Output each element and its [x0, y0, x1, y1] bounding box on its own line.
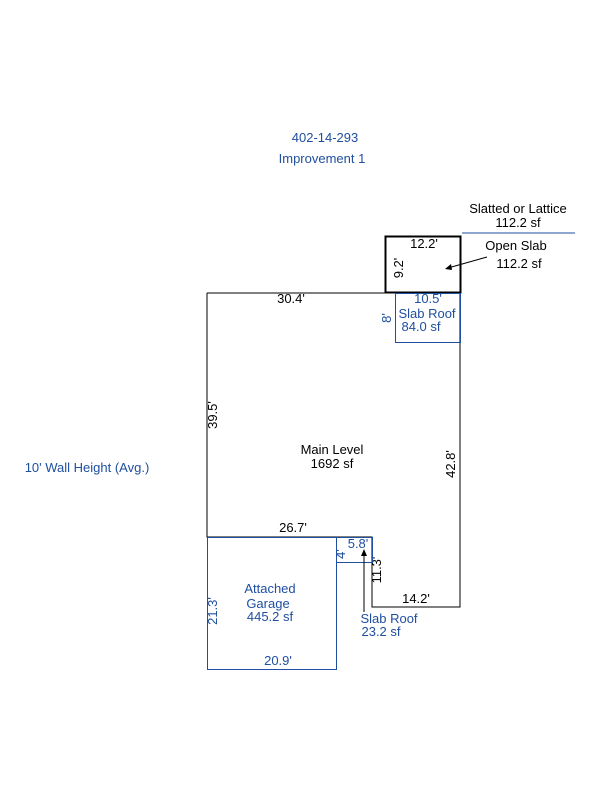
- slab-roof-top-width-dim: 10.5': [414, 291, 442, 306]
- garage-label-line2: Garage: [246, 596, 289, 611]
- open-slab-leader-line: [447, 256, 488, 269]
- garage-label-line1: Attached: [244, 581, 295, 596]
- slab-roof-bottom-label: Slab Roof: [360, 611, 417, 626]
- slab-roof-top-outline: [395, 293, 461, 343]
- garage-bottom-dim: 20.9': [264, 653, 292, 668]
- main-right-dim: 42.8': [443, 450, 458, 478]
- main-level-area: 1692 sf: [311, 456, 354, 471]
- garage-left-dim: 21.3': [205, 597, 220, 625]
- open-slab-area: 112.2 sf: [496, 256, 542, 271]
- slab-roof-top-area: 84.0 sf: [401, 319, 440, 334]
- open-slab-label: Open Slab: [485, 238, 546, 253]
- slab-roof-bottom-width-dim: 5.8': [348, 536, 369, 551]
- improvement-title: Improvement 1: [279, 151, 366, 166]
- open-slab-height-dim: 9.2': [391, 258, 406, 279]
- slab-roof-top-label: Slab Roof: [398, 306, 455, 321]
- slab-roof-top-height-dim: 8': [379, 313, 394, 323]
- main-mid-dim: 26.7': [279, 520, 307, 535]
- slatted-label: Slatted or Lattice: [469, 201, 567, 216]
- main-top-dim: 30.4': [277, 291, 305, 306]
- wall-height-note: 10' Wall Height (Avg.): [25, 460, 150, 475]
- slab-roof-bottom-leader-arrow: [361, 549, 367, 556]
- main-step-dim: 11.3': [369, 557, 384, 584]
- slatted-area: 112.2 sf: [495, 215, 541, 230]
- parcel-id: 402-14-293: [292, 130, 359, 145]
- slab-roof-bottom-height-dim: 4': [333, 549, 348, 559]
- main-left-dim: 39.5': [205, 401, 220, 429]
- open-slab-leader-arrow: [445, 264, 452, 270]
- slab-roof-bottom-area: 23.2 sf: [361, 624, 400, 639]
- main-bottom-dim: 14.2': [402, 591, 430, 606]
- garage-outline: [207, 537, 337, 670]
- main-level-label: Main Level: [301, 442, 364, 457]
- slab-roof-bottom-outline: [336, 537, 373, 563]
- garage-area: 445.2 sf: [247, 609, 294, 624]
- open-slab-width-dim: 12.2': [410, 236, 438, 251]
